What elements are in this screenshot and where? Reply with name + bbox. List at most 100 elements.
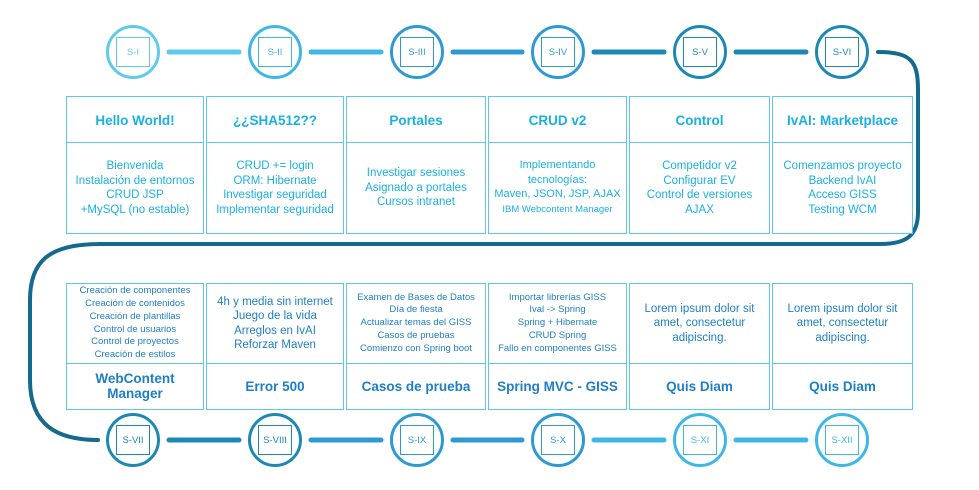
task-line: Asignado a portales: [365, 181, 467, 194]
task-line: Examen de Bases de Datos: [357, 291, 475, 303]
task-line: Backend IvAI: [808, 174, 877, 187]
sprint-node-4: S-IV: [531, 25, 585, 79]
task-line: Fallo en componentes GISS: [498, 342, 617, 354]
sprint-node-label: S-IX: [400, 425, 434, 455]
task-line: Maven, JSON, JSP, AJAX: [494, 188, 621, 201]
task-line: Acceso GISS: [808, 189, 877, 201]
sprint-title: Control: [675, 112, 724, 128]
sprint-title: Casos de prueba: [361, 378, 471, 394]
task-line: Spring + Hibernate: [517, 317, 598, 329]
task-line: +MySQL (no estable): [80, 203, 190, 216]
card-divider: [347, 142, 485, 143]
sprint-node-label: S-VI: [825, 37, 859, 67]
task-line: Investigar sesiones: [366, 167, 466, 180]
sprint-node-3: S-III: [390, 25, 444, 79]
connector-left-curve: [28, 242, 102, 442]
sprint-node-label: S-XI: [683, 425, 717, 455]
task-line: amet, consectetur: [653, 317, 746, 330]
sprint-node-10: S-X: [531, 413, 585, 467]
task-line: tecnologías:: [527, 173, 588, 186]
card-divider: [67, 363, 203, 364]
card-divider: [773, 363, 912, 364]
sprint-node-6: S-VI: [815, 25, 869, 79]
task-line: Día de fiesta: [389, 304, 443, 316]
task-line: Comienzo con Spring boot: [360, 342, 472, 354]
sprint-node-9: S-IX: [390, 413, 444, 467]
connector-right-curve: [98, 50, 920, 246]
task-line: adipiscing.: [815, 331, 870, 344]
sprint-title: Error 500: [245, 378, 305, 394]
sprint-node-label: S-I: [116, 37, 150, 67]
task-line: Testing WCM: [808, 203, 877, 216]
task-line: Creación de estilos: [94, 348, 176, 360]
sprint-node-label: S-VIII: [258, 425, 292, 455]
task-line: Configurar EV: [663, 174, 736, 187]
sprint-title: WebContent Manager: [95, 371, 175, 401]
task-line: 4h y media sin internet: [217, 295, 333, 308]
task-line: CRUD JSP: [106, 189, 164, 201]
sprint-node-label: S-VII: [116, 425, 150, 455]
sprint-title: Spring MVC - GISS: [497, 378, 618, 394]
task-line: Casos de pruebas: [377, 329, 455, 341]
sprint-node-label: S-X: [541, 425, 575, 455]
card-divider: [207, 363, 343, 364]
card-divider: [67, 142, 203, 143]
task-line: Juego de la vida: [233, 310, 317, 322]
card-divider: [207, 142, 343, 143]
sprint-node-12: S-XII: [815, 413, 869, 467]
card-divider: [489, 142, 626, 143]
task-line: ORM: Hibernate: [233, 174, 317, 187]
sprint-title: IvAI: Marketplace: [786, 112, 899, 128]
sprint-node-label: S-XII: [825, 425, 859, 455]
task-line: CRUD Spring: [528, 329, 587, 341]
sprint-node-label: S-IV: [541, 37, 575, 67]
sprint-node-1: S-I: [106, 25, 160, 79]
card-divider: [630, 363, 769, 364]
sprint-node-label: S-III: [400, 37, 434, 67]
task-line: IBM Webcontent Manager: [502, 203, 613, 215]
task-line: Arreglos en IvAI: [234, 324, 316, 337]
task-line: Ival -> Spring: [529, 304, 586, 316]
task-line: Bienvenida: [106, 160, 164, 172]
sprint-title: Quis Diam: [666, 378, 733, 394]
sprint-node-8: S-VIII: [248, 413, 302, 467]
task-line: Investigar seguridad: [223, 189, 327, 201]
sprint-node-11: S-XI: [673, 413, 727, 467]
sprint-title: Quis Diam: [809, 378, 876, 394]
sprint-card-7: WebContent Manager Creación de componente…: [66, 283, 204, 410]
task-line: Cursos intranet: [377, 196, 455, 209]
task-line: Creación de plantillas: [89, 310, 181, 322]
sprint-title: Hello World!: [95, 112, 175, 128]
card-divider: [489, 363, 626, 364]
task-line: Implementando: [519, 159, 596, 172]
task-line: Creación de componentes: [79, 285, 191, 297]
task-line: adipiscing.: [672, 331, 727, 344]
task-line: Creación de contenidos: [85, 298, 185, 310]
sprint-title: CRUD v2: [528, 112, 587, 128]
task-line: Control de usuarios: [93, 323, 177, 335]
task-line: Control de proyectos: [91, 336, 179, 348]
task-line: Importar librerías GISS: [508, 291, 607, 303]
task-line: Actualizar temas del GISS: [360, 317, 472, 329]
sprint-node-7: S-VII: [106, 413, 160, 467]
task-line: Lorem ipsum dolor sit: [787, 302, 898, 315]
